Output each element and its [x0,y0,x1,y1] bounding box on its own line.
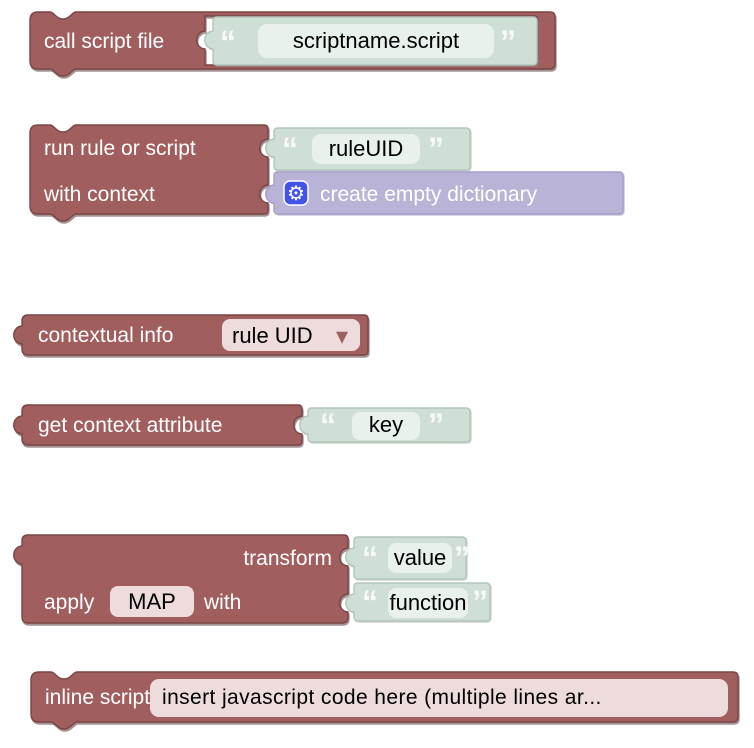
block-transform[interactable]: transform apply MAP with “ value ” “ fun… [13,534,491,624]
block-label: inline script [45,686,150,709]
key-field[interactable]: key [369,412,403,437]
block-label-apply: apply [44,591,95,614]
script-code-field[interactable]: insert javascript code here (multiple li… [162,686,602,709]
dropdown-field-bg[interactable] [222,319,360,351]
open-quote-icon: “ [362,584,378,620]
text-field-bg[interactable] [388,543,452,573]
mutator-gear-button[interactable] [283,180,309,206]
block-shape[interactable] [13,404,303,446]
dropdown-arrow-icon: ▾ [336,323,348,350]
string-value-block[interactable]: “ value ” [345,536,470,580]
close-quote-icon: ” [472,584,488,620]
value-field[interactable]: value [394,545,447,570]
string-value-block[interactable]: “ scriptname.script ” [204,16,538,66]
close-quote-icon: ” [428,131,444,167]
function-field[interactable]: function [389,590,466,615]
text-field-bg[interactable] [312,134,420,164]
script-code-field-bg[interactable] [150,679,728,717]
transformation-type-field[interactable]: MAP [128,589,176,614]
close-quote-icon: ” [428,407,444,443]
block-label-top: transform [243,547,332,570]
open-quote-icon: “ [282,131,298,167]
text-field-bg[interactable] [388,588,468,618]
block-shape[interactable] [29,124,269,222]
dictionary-block-label: create empty dictionary [320,183,538,206]
open-quote-icon: “ [362,540,378,576]
block-shape[interactable] [13,534,349,624]
dropdown-selected-option[interactable]: rule UID [232,323,313,348]
transformation-type-field-bg[interactable] [110,586,194,617]
dictionary-block-shape[interactable] [265,171,624,215]
string-value-block[interactable]: “ ruleUID ” [265,127,471,171]
block-label: contextual info [38,324,173,347]
text-field-bg[interactable] [258,24,494,58]
block-contextual-info[interactable]: contextual info rule UID ▾ [13,314,369,356]
dropdown-field[interactable]: rule UID ▾ [222,319,360,351]
block-label: call script file [44,30,164,53]
block-inline-script[interactable]: inline script insert javascript code her… [30,671,739,730]
dictionary-block[interactable]: ⚙ create empty dictionary [265,171,624,215]
close-quote-icon: ” [500,24,516,60]
string-value-block[interactable]: “ key ” [299,407,471,443]
block-get-context-attribute[interactable]: get context attribute “ key ” [13,404,471,446]
block-label-bottom: with context [43,183,155,206]
script-name-field[interactable]: scriptname.script [293,28,459,53]
block-label-top: run rule or script [44,137,196,160]
close-quote-icon: ” [454,540,470,576]
block-label: get context attribute [38,414,222,437]
open-quote-icon: “ [220,24,236,60]
block-label-with: with [203,591,241,614]
text-field-bg[interactable] [352,412,420,440]
string-value-block[interactable]: “ function ” [345,582,491,622]
block-run-rule-or-script[interactable]: run rule or script with context “ ruleUI… [29,124,624,222]
rule-uid-field[interactable]: ruleUID [329,136,404,161]
gear-icon[interactable]: ⚙ [287,183,305,205]
open-quote-icon: “ [320,407,336,443]
block-call-script-file[interactable]: call script file “ scriptname.script ” [29,11,556,77]
